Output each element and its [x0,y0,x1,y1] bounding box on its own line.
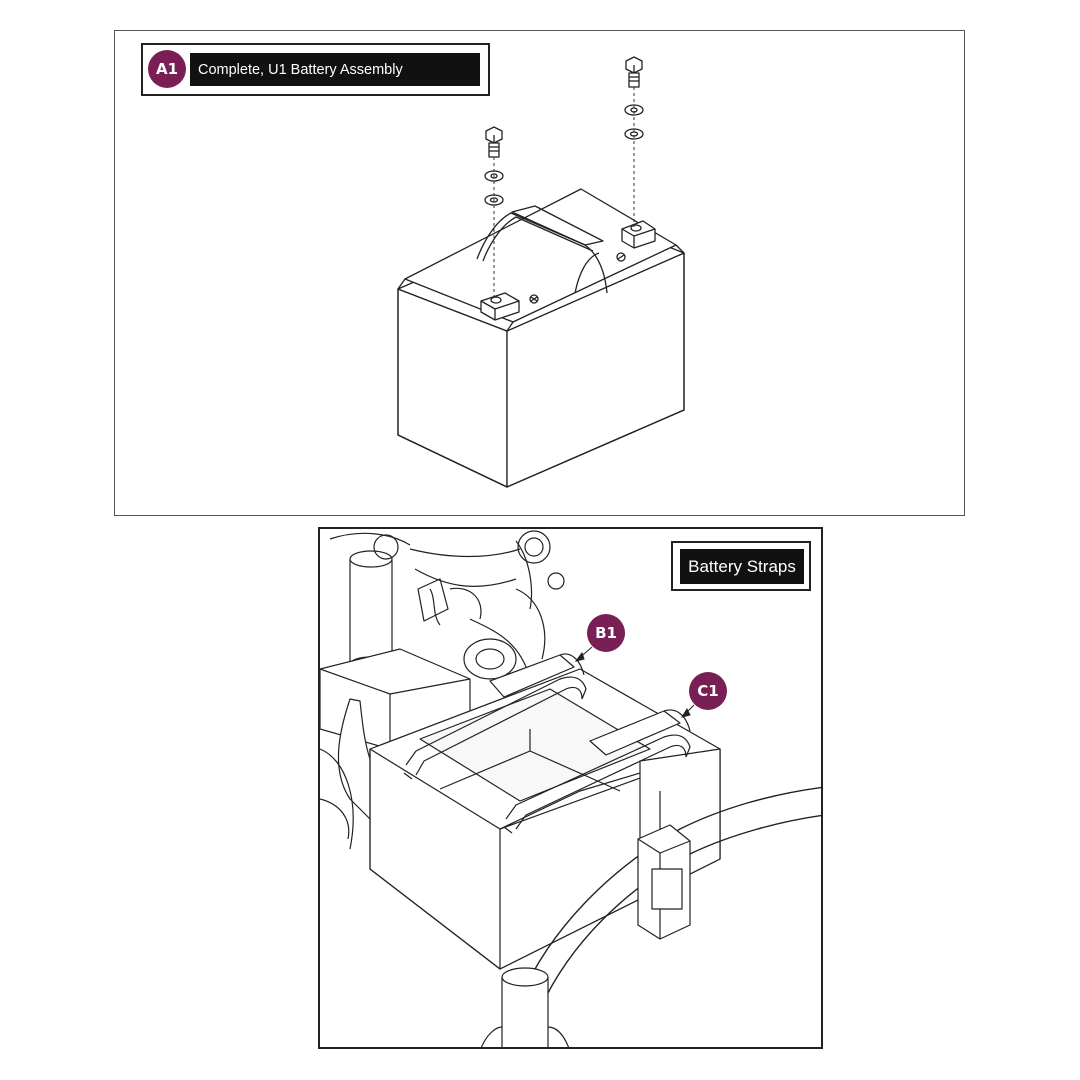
washer-icon [624,104,644,140]
battery-strap-icon [503,709,691,834]
assembly-label: A1 Complete, U1 Battery Assembly [141,43,490,96]
battery-icon [397,188,685,488]
callout-a1: A1 [148,50,186,88]
bolt-icon [485,126,503,158]
battery-straps-title: Battery Straps [680,549,804,584]
battery-assembly-panel: A1 Complete, U1 Battery Assembly [114,30,965,516]
battery-straps-panel: Battery Straps B1 C1 [318,527,823,1049]
battery-assembly-drawing [397,56,685,488]
bolt-icon [625,56,643,88]
battery-straps-drawing [320,530,821,1047]
assembly-title: Complete, U1 Battery Assembly [190,53,480,86]
battery-strap-icon [403,653,587,780]
battery-straps-label: Battery Straps [671,541,811,591]
callout-b1: B1 [587,614,625,652]
callout-c1: C1 [689,672,727,710]
